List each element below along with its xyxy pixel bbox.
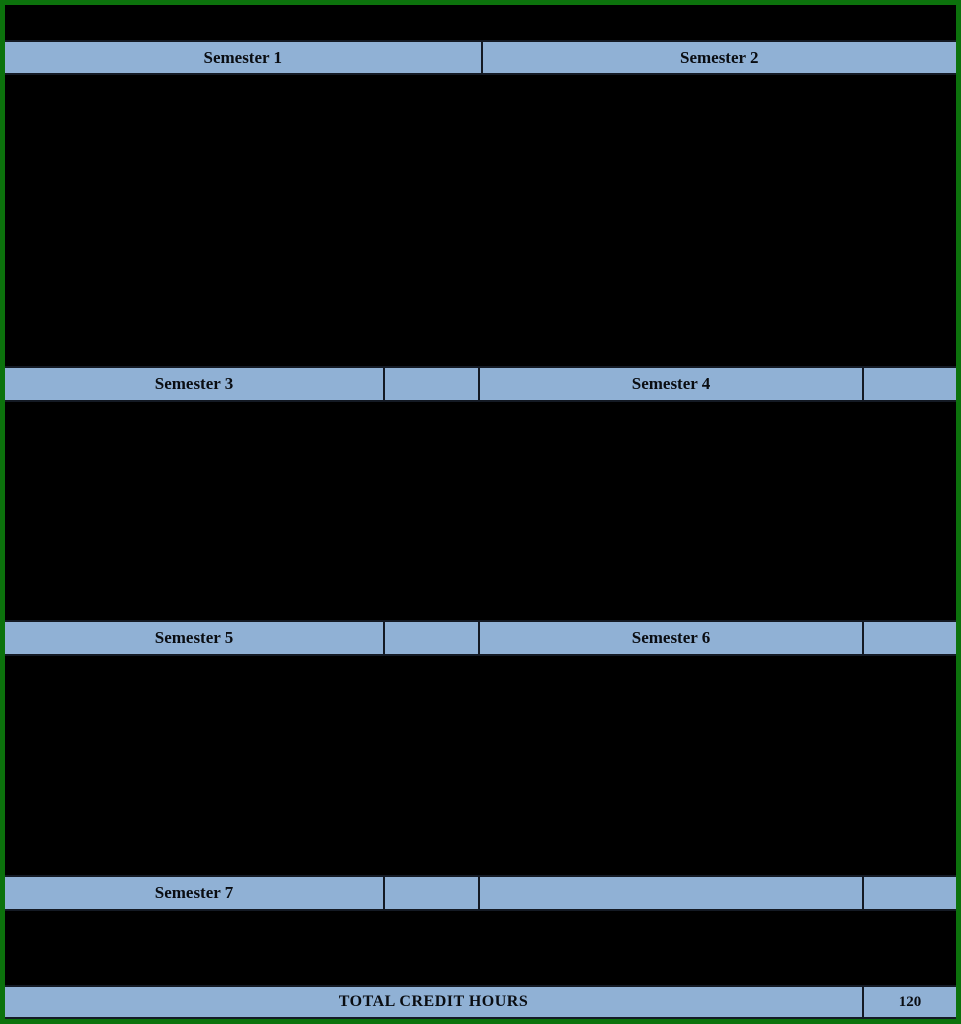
semester-3-header-cell: Semester 3 — [154, 374, 234, 393]
semester-8-credits-cell — [862, 877, 956, 909]
semester-header-row-3: Semester 5 Semester 6 — [5, 620, 956, 656]
semester-header-row-4: Semester 7 — [5, 875, 956, 911]
semester-4-credits-cell — [862, 368, 956, 400]
semester-7-credits-cell — [383, 877, 478, 909]
semester-6-credits-cell — [862, 622, 956, 654]
semester-1-2-content-area — [5, 75, 956, 366]
semester-6-header-cell: Semester 6 — [478, 622, 862, 654]
semester-4-header-cell: Semester 4 — [478, 368, 862, 400]
top-black-bar — [5, 5, 956, 40]
semester-5-credits-cell — [383, 622, 478, 654]
total-credit-hours-row: TOTAL CREDIT HOURS 120 — [5, 985, 956, 1019]
total-credit-hours-value-cell: 120 — [862, 987, 956, 1017]
semester-1-header-cell: Semester 1 — [203, 47, 283, 67]
semester-5-header-cell: Semester 5 — [154, 628, 234, 647]
semester-7-header-cell: Semester 7 — [154, 883, 234, 902]
semester-header-row-1: Semester 1 Semester 2 — [5, 40, 956, 75]
semester-8-header-cell — [478, 877, 862, 909]
semester-5-6-content-area — [5, 656, 956, 875]
semester-3-4-content-area — [5, 402, 956, 620]
semester-3-credits-cell — [383, 368, 478, 400]
semester-7-content-area — [5, 911, 956, 985]
total-credit-hours-label-cell: TOTAL CREDIT HOURS — [338, 993, 529, 1010]
semester-2-header-cell: Semester 2 — [480, 42, 957, 73]
semester-header-row-2: Semester 3 Semester 4 — [5, 366, 956, 402]
